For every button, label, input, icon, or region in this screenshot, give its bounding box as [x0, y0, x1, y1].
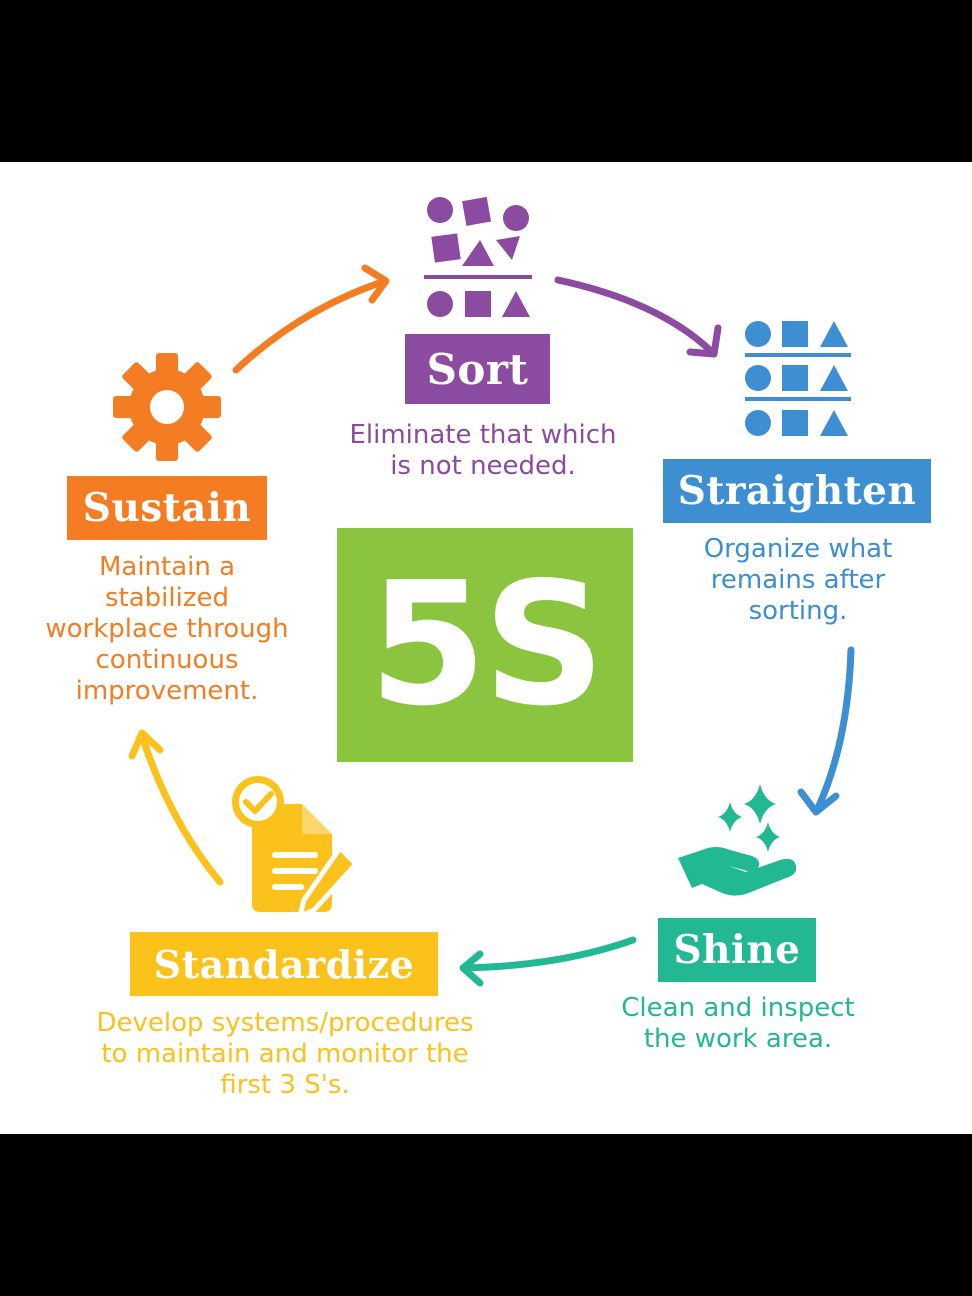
standardize-description: Develop systems/procedures to maintain a… — [40, 1008, 530, 1101]
sort-description-line: Eliminate that which — [349, 420, 617, 450]
sorting-shapes-icon — [424, 196, 532, 317]
arrow-sustain-to-sort — [232, 264, 390, 374]
shine-description-line: the work area. — [643, 1024, 833, 1054]
standardize-description-line: first 3 S's. — [220, 1070, 350, 1100]
straighten-description-line: sorting. — [748, 596, 848, 626]
icon-shapes — [424, 196, 532, 317]
sort-description-line: is not needed. — [390, 451, 576, 481]
sustain-description-line: workplace through — [45, 614, 289, 644]
sustain-description-line: continuous — [95, 645, 239, 675]
straighten-title: Straighten — [663, 459, 931, 523]
shine-title: Shine — [658, 918, 816, 982]
sort-title: Sort — [405, 334, 550, 404]
straighten-description-line: Organize what — [703, 534, 893, 564]
five-s-label: 5S — [368, 546, 606, 744]
straighten-description-line: remains after — [710, 565, 886, 595]
sustain-description-line: stabilized — [105, 583, 229, 613]
arrow-sort-to-straighten — [554, 276, 722, 358]
sustain-description-line: Maintain a — [98, 552, 236, 582]
standardize-description-line: to maintain and monitor the — [101, 1039, 469, 1069]
arrow-standardize-to-sustain — [128, 729, 224, 886]
hand-sparkle-icon — [678, 784, 797, 896]
organized-shapes-icon — [745, 321, 851, 436]
sustain-description: Maintain a stabilized workplace through … — [18, 552, 316, 707]
checklist-pencil-icon — [232, 776, 359, 919]
gear-icon — [113, 353, 221, 461]
straighten-description: Organize what remains after sorting. — [660, 534, 936, 627]
five-s-diagram: Sort Eliminate that which is not needed.… — [0, 162, 972, 1134]
standardize-description-line: Develop systems/procedures — [96, 1008, 474, 1038]
standardize-title: Standardize — [130, 932, 438, 996]
five-s-badge: 5S — [337, 528, 633, 762]
sustain-description-line: improvement. — [75, 676, 259, 706]
arrow-shine-to-standardize — [459, 936, 637, 987]
sustain-title: Sustain — [67, 476, 267, 540]
sort-description: Eliminate that which is not needed. — [300, 420, 666, 482]
arrow-straighten-to-shine — [797, 646, 855, 816]
shine-description: Clean and inspect the work area. — [590, 993, 886, 1055]
cycle-arrows — [128, 264, 855, 987]
shine-description-line: Clean and inspect — [621, 993, 855, 1023]
